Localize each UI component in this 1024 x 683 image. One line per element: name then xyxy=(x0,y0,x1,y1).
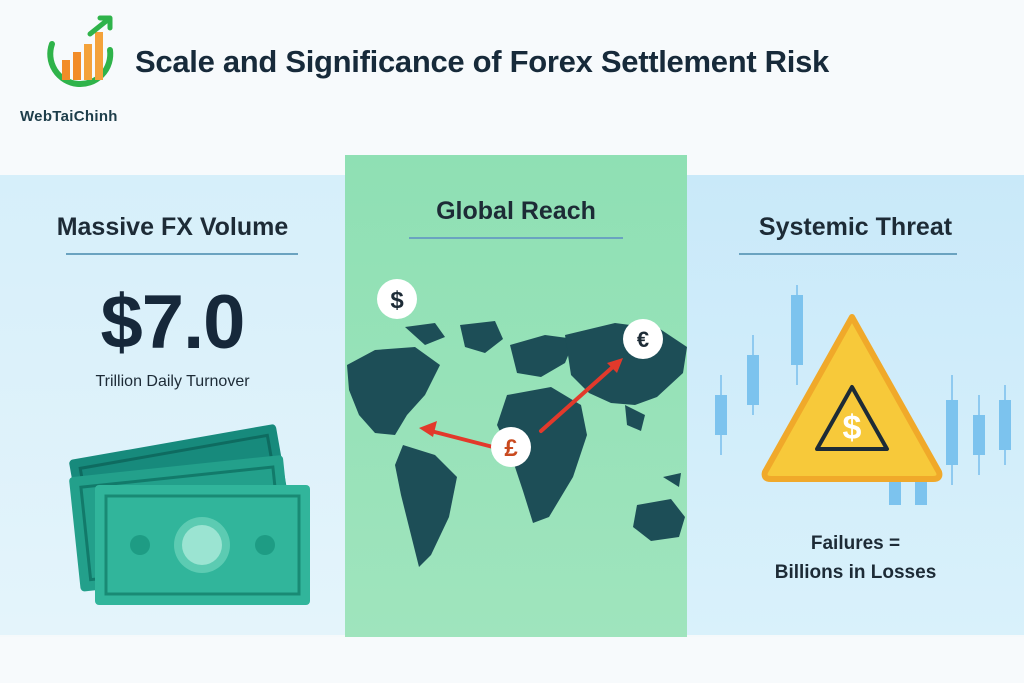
volume-panel-title: Massive FX Volume xyxy=(56,213,289,241)
volume-panel: Massive FX Volume $7.0 Trillion Daily Tu… xyxy=(0,175,345,635)
failure-line-2: Billions in Losses xyxy=(774,562,937,583)
threat-panel: Systemic Threat $ Failures = Billions in… xyxy=(687,175,1024,635)
failure-statement: Failures = Billions in Losses xyxy=(687,529,1024,587)
euro-symbol: € xyxy=(637,327,649,352)
threat-panel-title: Systemic Threat xyxy=(758,213,953,241)
warning-dollar-symbol: $ xyxy=(843,409,862,447)
reach-panel: Global Reach xyxy=(345,155,687,637)
pound-symbol: £ xyxy=(504,435,518,462)
reach-panel-title: Global Reach xyxy=(436,197,596,225)
page-title: Scale and Significance of Forex Settleme… xyxy=(135,44,829,79)
failure-line-1: Failures = xyxy=(810,533,901,554)
footer xyxy=(0,637,1024,683)
warning-triangle-icon: $ xyxy=(761,314,943,482)
turnover-value: $7.0 xyxy=(100,280,246,365)
dollar-symbol: $ xyxy=(390,287,404,314)
brand-name: WebTaiChinh xyxy=(20,108,118,125)
threat-divider xyxy=(739,253,957,255)
header: WebTaiChinh Scale and Significance of Fo… xyxy=(0,0,1024,175)
world-map-icon: $ € £ xyxy=(347,279,687,567)
reach-divider xyxy=(409,237,623,239)
banknotes-icon xyxy=(69,424,310,605)
growth-bars-icon xyxy=(47,15,114,87)
volume-divider xyxy=(66,253,298,255)
turnover-caption: Trillion Daily Turnover xyxy=(95,373,250,390)
